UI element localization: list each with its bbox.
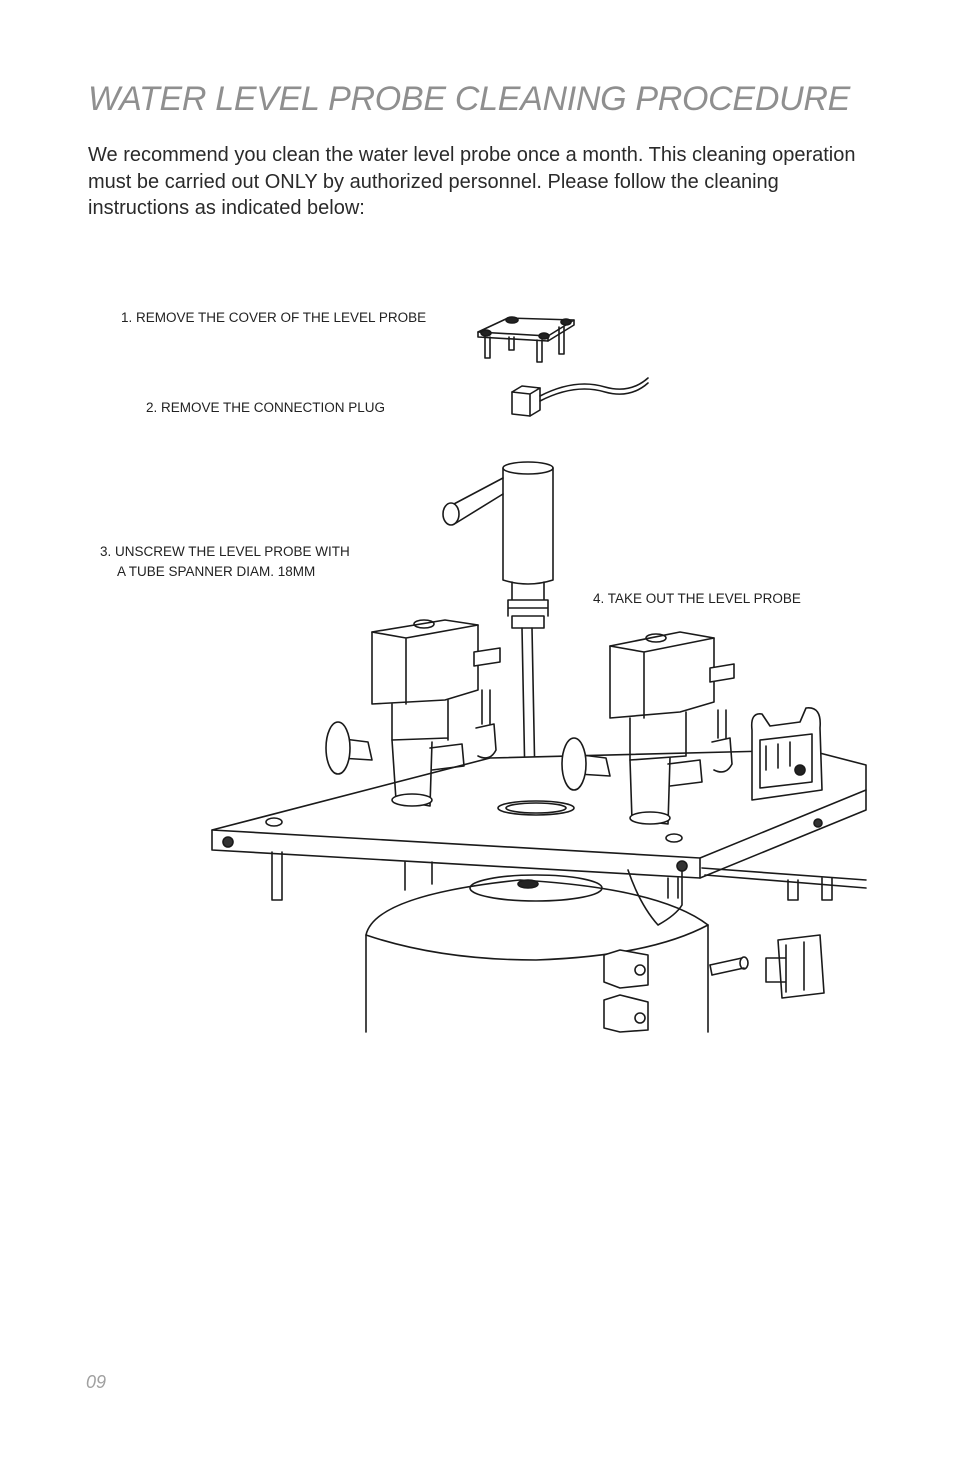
step-4-label: 4. TAKE OUT THE LEVEL PROBE bbox=[593, 591, 801, 606]
level-probe-icon bbox=[443, 462, 553, 782]
step-3-label: 3. UNSCREW THE LEVEL PROBE WITH A TUBE S… bbox=[100, 542, 350, 582]
step-3-line-1: 3. UNSCREW THE LEVEL PROBE WITH bbox=[100, 544, 350, 559]
page-number: 09 bbox=[86, 1372, 107, 1392]
intro-paragraph: We recommend you clean the water level p… bbox=[88, 144, 856, 219]
step-3-line-2: A TUBE SPANNER DIAM. 18MM bbox=[117, 564, 316, 579]
probe-cover-icon bbox=[478, 317, 574, 362]
right-solenoid-valve-icon bbox=[562, 632, 734, 824]
left-solenoid-valve-icon bbox=[326, 620, 500, 806]
mounting-plate-icon bbox=[212, 708, 866, 900]
boiler-tank-icon bbox=[366, 862, 824, 1032]
page-title: WATER LEVEL PROBE CLEANING PROCEDURE bbox=[88, 80, 850, 118]
step-1-label: 1. REMOVE THE COVER OF THE LEVEL PROBE bbox=[121, 310, 427, 325]
step-2-label: 2. REMOVE THE CONNECTION PLUG bbox=[146, 400, 386, 415]
connection-plug-icon bbox=[512, 378, 648, 416]
